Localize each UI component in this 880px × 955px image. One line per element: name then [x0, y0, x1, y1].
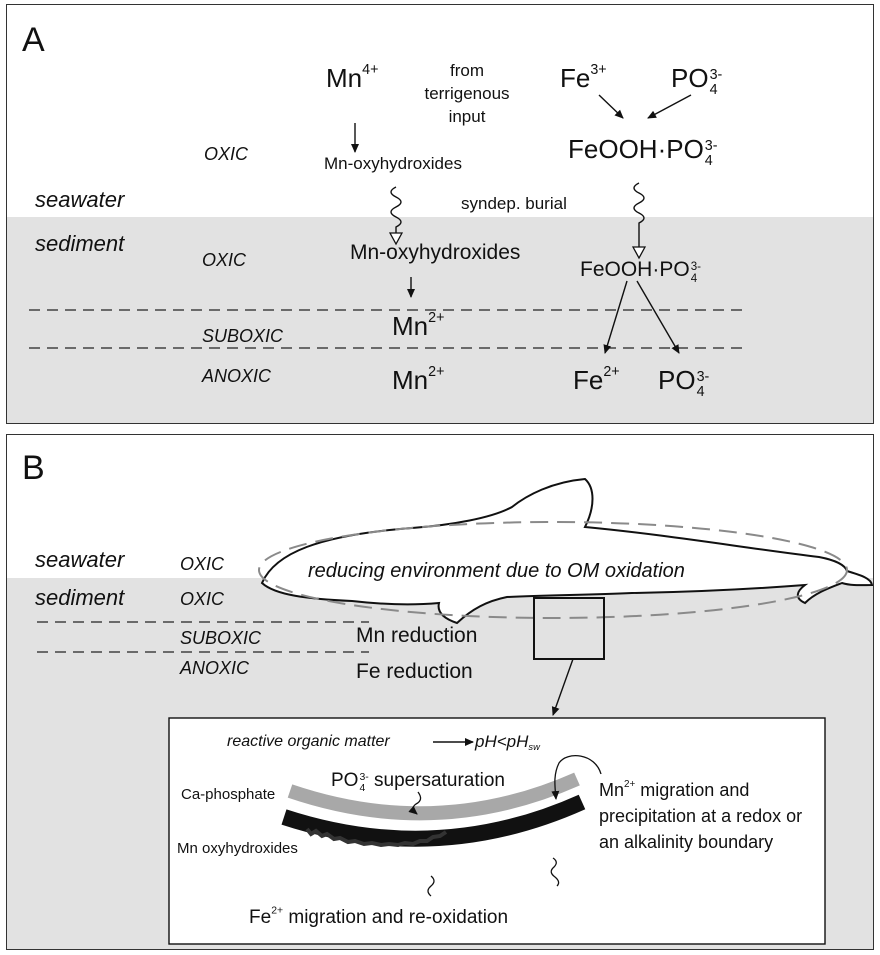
mn-oxyhydroxides-label-b: Mn oxyhydroxides: [177, 840, 298, 857]
mn-oxyhydroxides-sediment: Mn-oxyhydroxides: [350, 241, 521, 264]
arrow-fe3: [598, 94, 624, 119]
sediment-label: sediment: [35, 231, 125, 256]
fe2-label: Fe2+: [573, 364, 620, 395]
zone-suboxic: SUBOXIC: [202, 326, 284, 346]
ca-phosphate-band: [287, 772, 580, 821]
squiggle-right: [550, 857, 560, 887]
terrigenous-line-3: input: [448, 107, 486, 126]
reducing-zone-oval: [258, 521, 848, 619]
panel-b-drawing: [37, 477, 873, 945]
mn2-suboxic: Mn2+: [392, 310, 445, 341]
arrow-feooh-po4: [636, 280, 680, 354]
squiggle-fe2: [427, 875, 435, 897]
arrow-po4: [647, 94, 692, 119]
sediment-zone-a: [7, 217, 873, 423]
ph-label: pH<pHsw: [475, 732, 540, 752]
mn-oxyhydroxides-water: Mn-oxyhydroxides: [324, 154, 462, 173]
zone-anoxic-b: ANOXIC: [180, 658, 250, 678]
dolphin-carcass: [260, 477, 873, 625]
panel-label-b: B: [22, 449, 45, 487]
zoom-box: [533, 597, 605, 660]
wavy-arrow-fe: [634, 182, 644, 257]
fe-reduction-label: Fe reduction: [356, 660, 473, 683]
panel-label-a: A: [22, 21, 45, 59]
zone-oxic-water-b: OXIC: [180, 554, 225, 574]
wavy-arrow-mn: [391, 186, 401, 243]
terrigenous-line-2: terrigenous: [424, 84, 510, 103]
syndep-burial-label: syndep. burial: [461, 194, 567, 213]
panel-b: B seawater sediment OXIC OXIC SUBOXIC AN…: [6, 434, 874, 950]
zone-oxic-sediment-b: OXIC: [180, 589, 225, 609]
seawater-label-b: seawater: [35, 547, 125, 572]
mn2-migration-line-3: an alkalinity boundary: [599, 832, 774, 852]
ca-phosphate-label: Ca-phosphate: [181, 786, 276, 803]
reactive-organic-matter-label: reactive organic matter: [227, 733, 390, 750]
mn-reduction-label: Mn reduction: [356, 624, 478, 647]
mn2-migration-line-2: precipitation at a redox or: [599, 806, 803, 826]
mn2-anoxic: Mn2+: [392, 364, 445, 395]
zoom-arrow: [551, 658, 574, 716]
seawater-label: seawater: [35, 187, 125, 212]
reducing-environment-label: reducing environment due to OM oxidation: [308, 560, 685, 582]
arrow-feooh-fe2: [603, 280, 628, 354]
zone-oxic-water: OXIC: [204, 144, 249, 164]
fe3-label: Fe3+: [560, 62, 607, 93]
panel-a-arrows: [29, 94, 745, 354]
zone-anoxic: ANOXIC: [202, 366, 272, 386]
panel-a: A seawater sediment OXIC OXIC SUBOXIC AN…: [6, 4, 874, 424]
squiggle-mn2: [551, 755, 602, 800]
sediment-label-b: sediment: [35, 585, 125, 610]
squiggle-po4: [408, 791, 422, 815]
terrigenous-line-1: from: [450, 61, 484, 80]
mn2-migration-line-1: Mn2+ migration and: [599, 779, 750, 800]
fe2-migration-label: Fe2+ migration and re-oxidation: [249, 905, 509, 928]
zone-oxic-sediment: OXIC: [202, 250, 247, 270]
mn-oxy-crust: [305, 827, 448, 848]
mn4-label: Mn4+: [326, 62, 379, 93]
zone-suboxic-b: SUBOXIC: [180, 628, 262, 648]
